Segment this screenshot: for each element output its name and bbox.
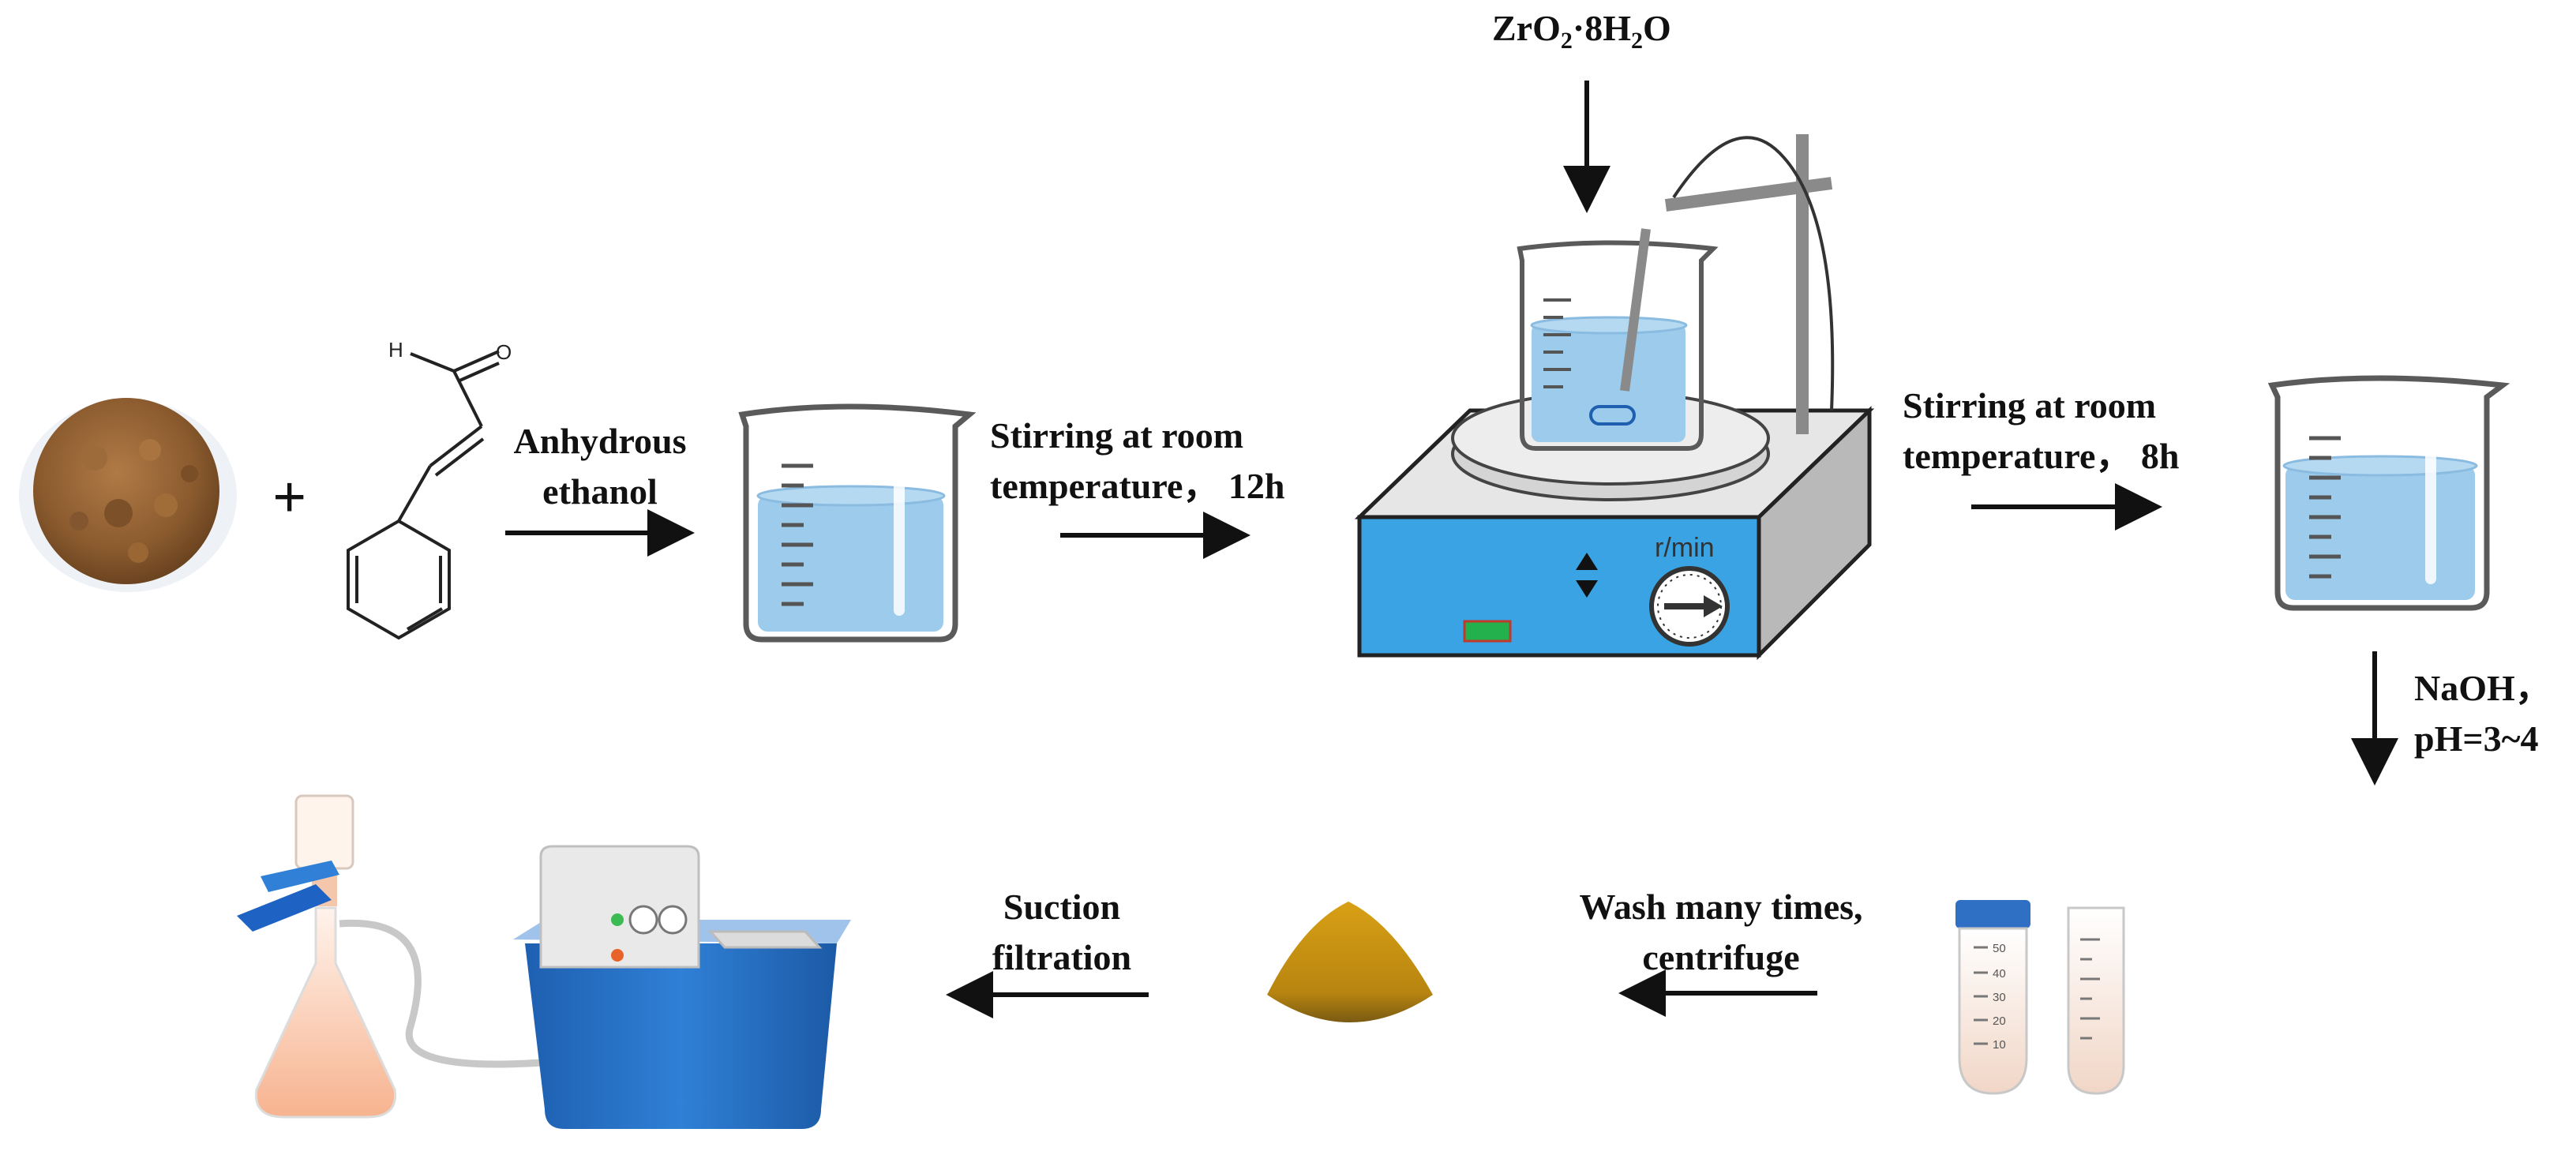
step1-label: Anhydrous ethanol [478, 416, 722, 517]
structure-o-label: O [496, 340, 512, 364]
step5-line2: centrifuge [1642, 937, 1800, 977]
step4-label: NaOH， pH=3~4 [2414, 663, 2552, 764]
step6-line1: Suction [1003, 887, 1121, 927]
tube-tick-label: 30 [1993, 991, 2006, 1004]
step4-line1: NaOH， [2414, 668, 2552, 708]
reagent-part: ZrO [1492, 8, 1561, 48]
step2-line1: Stirring at room [990, 415, 1244, 456]
tube-tick-label: 20 [1993, 1014, 2006, 1028]
reagent-top-label: ZrO2·8H2O [1492, 3, 1671, 54]
reagent-sub: 2 [1631, 28, 1644, 54]
beaker-ethanol-icon [738, 403, 977, 643]
reagent-part: O [1643, 8, 1671, 48]
step2-line2: temperature， 12h [990, 466, 1285, 506]
tube-tick-label: 40 [1993, 967, 2006, 981]
step5-line1: Wash many times, [1579, 887, 1863, 927]
structure-h-label: H [388, 338, 403, 362]
magnetic-stirrer-icon [1354, 134, 1875, 661]
step6-line2: filtration [992, 937, 1132, 977]
centrifuge-tubes-icon [1955, 900, 2125, 1095]
stirrer-speed-unit: r/min [1655, 533, 1715, 563]
step5-label: Wash many times, centrifuge [1524, 882, 1918, 983]
step4-line2: pH=3~4 [2414, 718, 2539, 759]
reagent-sub: 2 [1560, 28, 1573, 54]
beaker-product-icon [2267, 375, 2510, 611]
step1-line1: Anhydrous [513, 421, 687, 461]
cinnamaldehyde-structure-icon [347, 350, 500, 640]
step3-line2: temperature， 8h [1903, 436, 2180, 476]
powder-cone-icon [1267, 902, 1433, 1022]
plus-sign: + [272, 464, 307, 531]
step2-label: Stirring at room temperature， 12h [990, 411, 1284, 512]
tube-tick-label: 50 [1993, 942, 2006, 955]
step6-label: Suction filtration [951, 882, 1172, 983]
step3-line1: Stirring at room [1903, 385, 2157, 426]
biomass-powder-icon [19, 398, 237, 592]
vacuum-pump-icon [513, 845, 851, 1129]
step3-label: Stirring at room temperature， 8h [1903, 381, 2179, 482]
tube-tick-label: 10 [1993, 1038, 2006, 1052]
step1-line2: ethanol [542, 471, 658, 512]
reagent-part: ·8H [1572, 8, 1632, 48]
